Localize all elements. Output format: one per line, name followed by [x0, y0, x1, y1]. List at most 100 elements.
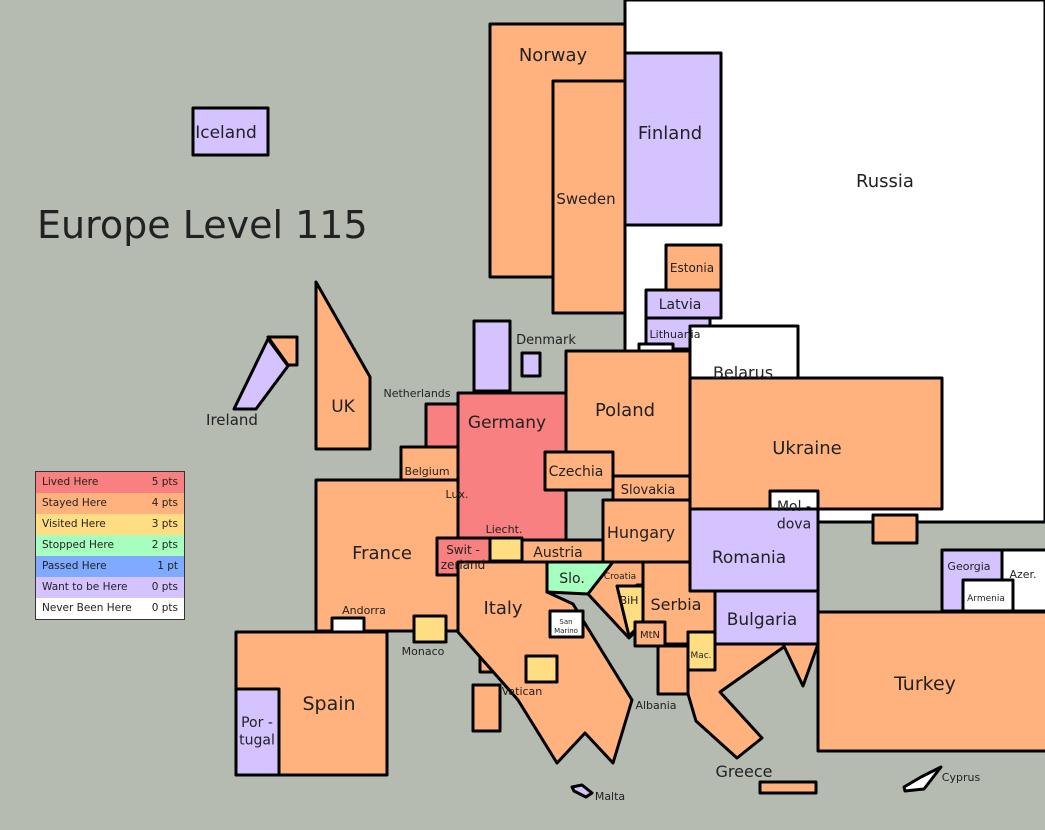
- label-liechtenstein: Liecht.: [486, 523, 523, 536]
- label-ireland: Ireland: [206, 411, 258, 429]
- legend-label: Want to be Here: [42, 581, 128, 593]
- label-portugal: Por -tugal: [239, 715, 275, 749]
- label-denmark: Denmark: [516, 333, 576, 348]
- legend-row-stopped: Stopped Here 2 pts: [36, 535, 184, 556]
- label-bosnia: BiH: [620, 594, 639, 607]
- label-switzerland: Swit -zerland: [441, 543, 486, 572]
- legend-row-stayed: Stayed Here 4 pts: [36, 493, 184, 514]
- country-romania[interactable]: [688, 507, 820, 593]
- label-russia: Russia: [856, 171, 914, 192]
- country-czechia[interactable]: [543, 450, 615, 492]
- legend-label: Stayed Here: [42, 497, 107, 509]
- country-portugal[interactable]: [234, 687, 281, 777]
- label-croatia: Croatia: [604, 572, 636, 582]
- label-ukraine: Ukraine: [772, 438, 842, 459]
- label-romania: Romania: [712, 548, 786, 568]
- label-moldova: Mol -dova: [777, 499, 811, 533]
- country-liechtenstein[interactable]: [488, 536, 524, 563]
- label-monaco: Monaco: [402, 645, 445, 658]
- label-georgia: Georgia: [947, 560, 990, 573]
- label-italy: Italy: [483, 598, 522, 619]
- country-greece-crete[interactable]: [758, 780, 818, 795]
- label-estonia: Estonia: [670, 261, 714, 275]
- label-finland: Finland: [638, 123, 702, 144]
- label-austria: Austria: [533, 545, 582, 561]
- label-armenia: Armenia: [967, 594, 1005, 604]
- legend-points: 1 pt: [157, 560, 178, 572]
- legend-points: 0 pts: [151, 602, 178, 614]
- country-slovakia[interactable]: [611, 474, 692, 502]
- legend-points: 4 pts: [151, 497, 178, 509]
- label-france: France: [352, 543, 412, 564]
- legend-points: 2 pts: [151, 539, 178, 551]
- country-ukraine[interactable]: [688, 376, 944, 511]
- country-crimea[interactable]: [871, 513, 919, 545]
- label-netherlands: Netherlands: [383, 387, 450, 400]
- label-spain: Spain: [302, 693, 355, 715]
- country-turkey[interactable]: [816, 610, 1045, 753]
- label-iceland: Iceland: [195, 123, 257, 143]
- label-sweden: Sweden: [556, 190, 615, 208]
- label-lithuania: Lithuania: [650, 328, 701, 341]
- country-finland[interactable]: [623, 51, 723, 227]
- label-serbia: Serbia: [651, 595, 702, 614]
- country-sardinia[interactable]: [471, 683, 502, 733]
- label-bulgaria: Bulgaria: [727, 610, 798, 630]
- legend-points: 3 pts: [151, 518, 178, 530]
- country-armenia[interactable]: [961, 578, 1015, 613]
- legend: Lived Here 5 pts Stayed Here 4 pts Visited…: [35, 471, 185, 620]
- legend-row-lived: Lived Here 5 pts: [36, 472, 184, 493]
- legend-row-passed: Passed Here 1 pt: [36, 556, 184, 577]
- country-estonia[interactable]: [664, 243, 723, 292]
- country-denmark[interactable]: [472, 319, 512, 393]
- label-slovakia: Slovakia: [621, 483, 676, 498]
- country-vatican[interactable]: [524, 654, 559, 684]
- legend-label: Stopped Here: [42, 539, 114, 551]
- country-san-marino[interactable]: [548, 609, 585, 639]
- legend-row-visited: Visited Here 3 pts: [36, 514, 184, 535]
- country-greece[interactable]: [686, 642, 790, 760]
- label-hungary: Hungary: [607, 523, 675, 542]
- label-belgium: Belgium: [404, 465, 449, 478]
- legend-label: Passed Here: [42, 560, 107, 572]
- country-montenegro[interactable]: [633, 620, 667, 648]
- country-labels: Russia Norway Sweden Finland Iceland Est…: [195, 45, 1036, 803]
- country-northern-ireland[interactable]: [266, 335, 299, 367]
- country-sweden[interactable]: [551, 79, 627, 315]
- label-slovenia: Slo.: [559, 571, 585, 587]
- country-uk[interactable]: [314, 280, 372, 451]
- legend-label: Lived Here: [42, 476, 99, 488]
- label-latvia: Latvia: [659, 297, 702, 313]
- legend-row-want: Want to be Here 0 pts: [36, 577, 184, 598]
- country-cyprus[interactable]: [902, 765, 943, 793]
- label-albania: Albania: [635, 699, 676, 712]
- label-germany: Germany: [468, 413, 546, 433]
- label-vatican: Vatican: [502, 685, 543, 698]
- country-malta[interactable]: [570, 783, 594, 799]
- label-czechia: Czechia: [549, 464, 604, 480]
- legend-label: Visited Here: [42, 518, 106, 530]
- country-monaco[interactable]: [412, 614, 448, 644]
- label-poland: Poland: [595, 400, 655, 421]
- legend-points: 5 pts: [151, 476, 178, 488]
- label-cyprus: Cyprus: [942, 771, 981, 784]
- label-macedonia: Mac.: [690, 651, 711, 661]
- country-france[interactable]: [314, 478, 460, 633]
- country-iceland[interactable]: [191, 106, 270, 157]
- label-montenegro: MtN: [640, 630, 660, 641]
- label-turkey: Turkey: [893, 673, 956, 695]
- label-azerbaijan: Azer.: [1009, 568, 1036, 581]
- country-albania[interactable]: [656, 644, 690, 696]
- label-malta: Malta: [595, 790, 625, 803]
- label-andorra: Andorra: [342, 604, 386, 617]
- legend-points: 0 pts: [151, 581, 178, 593]
- label-belarus: Belarus: [713, 363, 773, 382]
- country-denmark-islands[interactable]: [520, 351, 542, 378]
- label-uk: UK: [331, 397, 355, 417]
- country-greece-thrace[interactable]: [781, 642, 820, 688]
- label-greece: Greece: [716, 762, 773, 781]
- label-norway: Norway: [519, 45, 588, 66]
